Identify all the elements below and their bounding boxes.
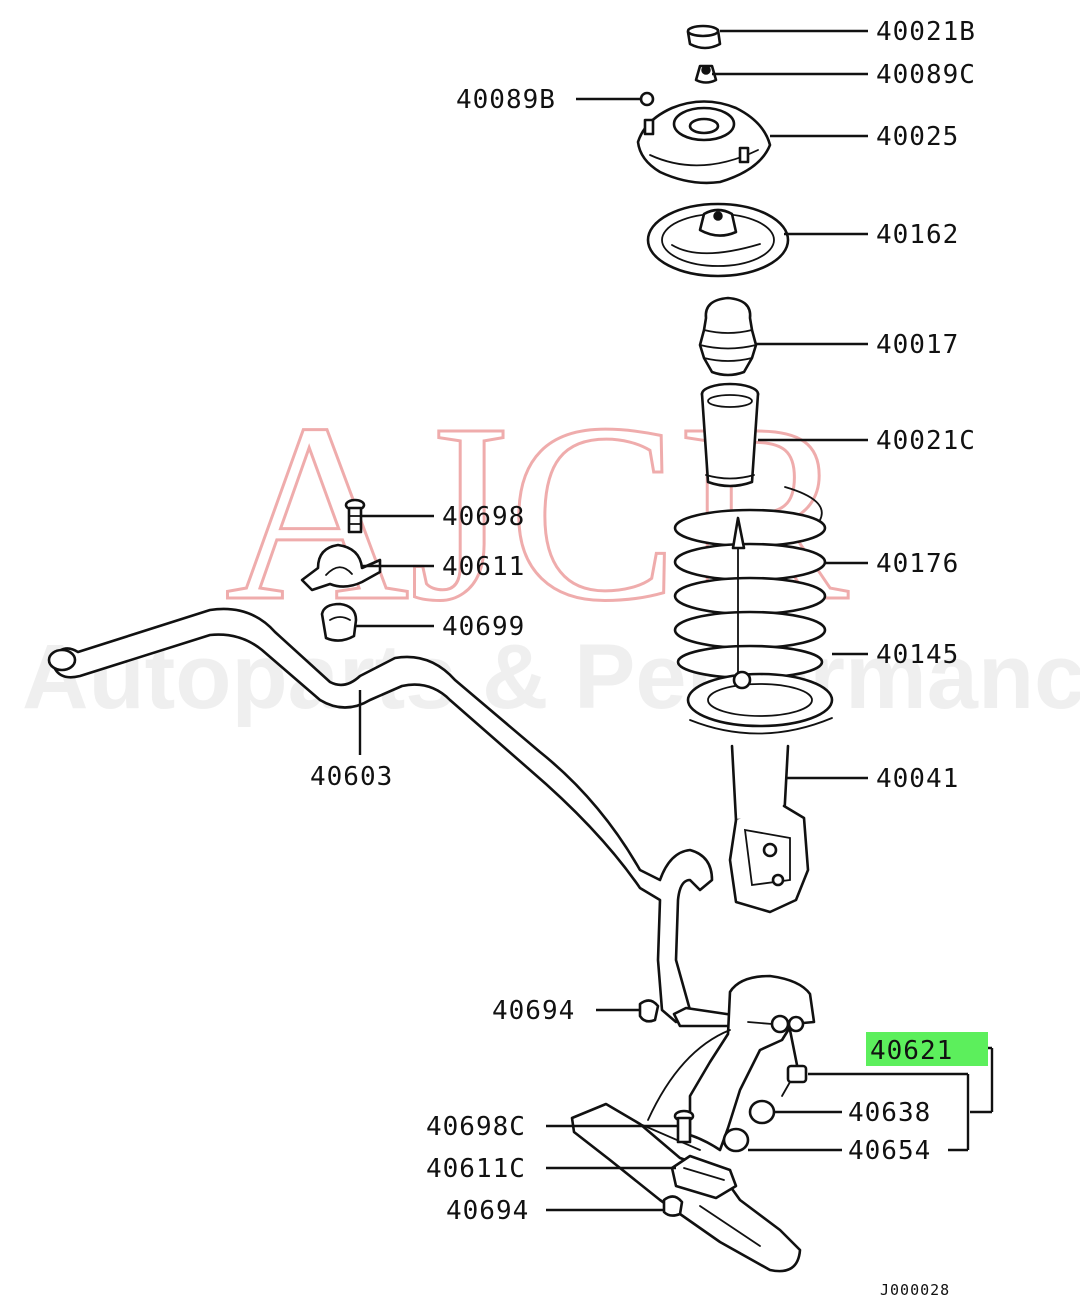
part-40041-drawing bbox=[728, 744, 810, 914]
part-40611-drawing bbox=[300, 543, 382, 592]
part-40621-drawing bbox=[747, 1014, 808, 1097]
part-40699-drawing bbox=[320, 602, 358, 642]
label-40611[interactable]: 40611 bbox=[442, 552, 525, 582]
part-40694-lower-drawing bbox=[662, 1195, 684, 1217]
label-40621[interactable]: 40621 bbox=[870, 1036, 953, 1066]
part-40611C-drawing bbox=[670, 1154, 738, 1200]
part-40145-drawing bbox=[686, 670, 834, 735]
label-40025[interactable]: 40025 bbox=[876, 122, 959, 152]
label-40654[interactable]: 40654 bbox=[848, 1136, 931, 1166]
label-40638[interactable]: 40638 bbox=[848, 1098, 931, 1128]
part-40017-drawing bbox=[698, 296, 758, 377]
part-40089C-drawing bbox=[694, 64, 718, 84]
part-40089B-drawing bbox=[639, 91, 655, 107]
label-40699[interactable]: 40699 bbox=[442, 612, 525, 642]
part-40603-drawing bbox=[47, 607, 714, 1024]
label-40021C[interactable]: 40021C bbox=[876, 426, 976, 456]
label-40698[interactable]: 40698 bbox=[442, 502, 525, 532]
part-40654-drawing bbox=[722, 1127, 750, 1153]
part-40021B-drawing bbox=[686, 24, 722, 50]
diagram-code: J000028 bbox=[880, 1281, 950, 1299]
label-40021B[interactable]: 40021B bbox=[876, 17, 976, 47]
part-40162-drawing bbox=[646, 202, 790, 278]
label-40017[interactable]: 40017 bbox=[876, 330, 959, 360]
highlight-box-40621 bbox=[866, 1032, 988, 1066]
part-40021C-drawing bbox=[700, 382, 760, 488]
label-40176[interactable]: 40176 bbox=[876, 549, 959, 579]
label-40611C[interactable]: 40611C bbox=[426, 1154, 526, 1184]
label-40603[interactable]: 40603 bbox=[310, 762, 393, 792]
part-40025-drawing bbox=[636, 100, 772, 185]
part-40638-drawing bbox=[748, 1099, 776, 1125]
part-40694-upper-drawing bbox=[638, 999, 660, 1023]
label-40089C[interactable]: 40089C bbox=[876, 60, 976, 90]
part-labels: 40021B 40089C 40089B 40025 40162 40017 4… bbox=[310, 17, 976, 1226]
leader-lines bbox=[356, 29, 994, 1212]
label-40089B[interactable]: 40089B bbox=[456, 85, 556, 115]
watermark-tagline: Autoparts & Performance bbox=[22, 626, 1080, 728]
label-40698C[interactable]: 40698C bbox=[426, 1112, 526, 1142]
part-40698-drawing bbox=[344, 498, 366, 534]
part-40698C-drawing bbox=[673, 1109, 695, 1144]
part-40176-drawing bbox=[673, 486, 827, 681]
label-40162[interactable]: 40162 bbox=[876, 220, 959, 250]
label-40145[interactable]: 40145 bbox=[876, 640, 959, 670]
label-40041[interactable]: 40041 bbox=[876, 764, 959, 794]
label-40694-lower[interactable]: 40694 bbox=[446, 1196, 529, 1226]
label-40694-upper[interactable]: 40694 bbox=[492, 996, 575, 1026]
